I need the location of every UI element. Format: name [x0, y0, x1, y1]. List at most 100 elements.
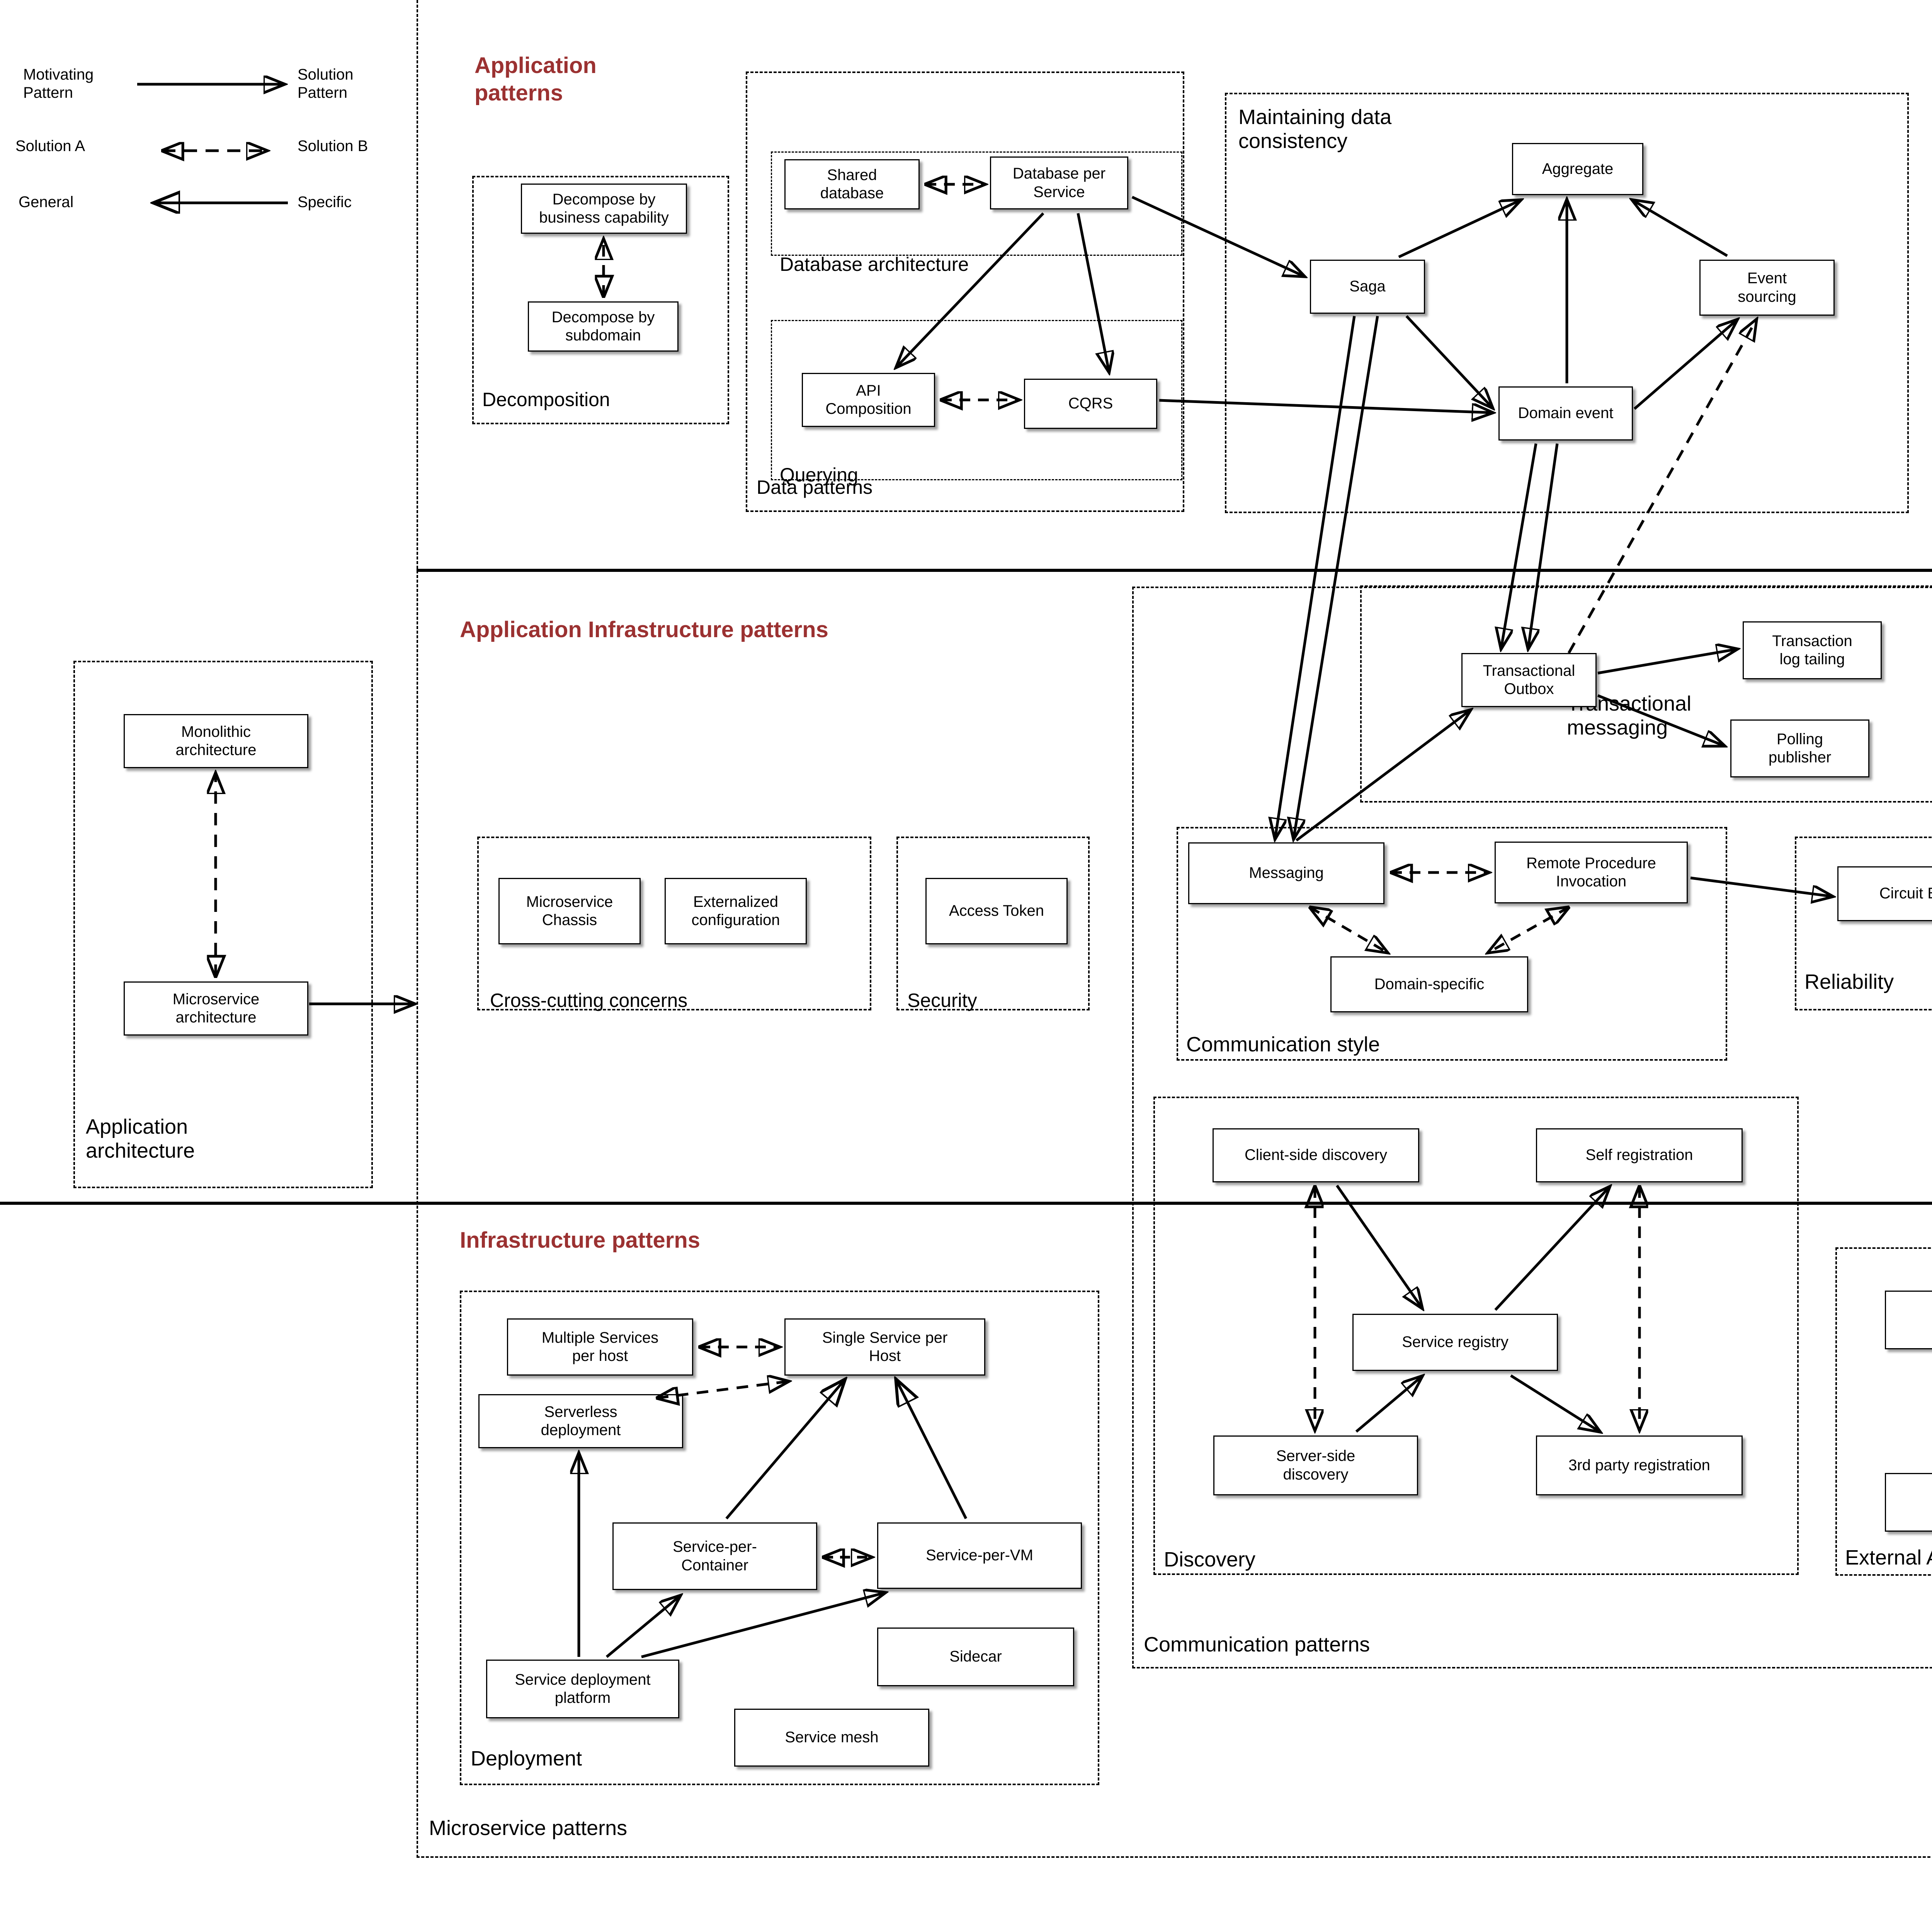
section-title-application-infrastructure-patterns: Application Infrastructure patterns — [460, 617, 828, 642]
node-service-registry[interactable]: Service registry — [1352, 1314, 1558, 1371]
node-label: Access Token — [949, 902, 1044, 920]
node-label: Event sourcing — [1738, 270, 1796, 305]
node-label: 3rd party registration — [1568, 1456, 1710, 1474]
node-label: API gateway — [1889, 1311, 1932, 1329]
node-label: CQRS — [1068, 395, 1113, 412]
node-label: Saga — [1349, 278, 1386, 295]
node-self-registration[interactable]: Self registration — [1536, 1128, 1743, 1182]
node-domain-specific[interactable]: Domain-specific — [1330, 956, 1528, 1012]
node-single-service-per-host[interactable]: Single Service per Host — [784, 1318, 985, 1376]
node-label: Self registration — [1585, 1146, 1693, 1164]
node-label: Service registry — [1402, 1333, 1509, 1351]
group-label-communication-style: Communication style — [1186, 1033, 1380, 1056]
section-title-infrastructure-patterns: Infrastructure patterns — [460, 1228, 701, 1253]
node-label: Polling publisher — [1768, 730, 1832, 766]
legend-solution-pattern: Solution Pattern — [298, 66, 354, 102]
node-service-per-vm[interactable]: Service-per-VM — [877, 1522, 1082, 1589]
legend-motivating-pattern: Motivating Pattern — [23, 66, 94, 102]
node-label: Externalized configuration — [691, 893, 780, 929]
group-label-external-api: External API — [1845, 1546, 1932, 1569]
node-label: Domain event — [1518, 405, 1614, 422]
node-label: Transaction log tailing — [1772, 632, 1852, 668]
group-application-architecture — [73, 661, 373, 1188]
node-domain-event[interactable]: Domain event — [1498, 386, 1633, 440]
node-remote-procedure-invocation[interactable]: Remote Procedure Invocation — [1495, 842, 1688, 903]
group-deployment — [460, 1291, 1099, 1785]
group-label-communication-patterns: Communication patterns — [1144, 1633, 1370, 1656]
node-aggregate[interactable]: Aggregate — [1512, 143, 1643, 195]
node-microservice-chassis[interactable]: Microservice Chassis — [498, 878, 641, 944]
node-label: Single Service per Host — [822, 1329, 948, 1364]
node-cqrs[interactable]: CQRS — [1024, 379, 1157, 429]
node-label: Server-side discovery — [1276, 1447, 1355, 1483]
group-decomposition — [472, 176, 729, 424]
node-externalized-configuration[interactable]: Externalized configuration — [665, 878, 807, 944]
node-access-token[interactable]: Access Token — [925, 878, 1068, 944]
group-label-application-architecture: Application architecture — [86, 1115, 195, 1162]
group-label-reliability: Reliability — [1804, 970, 1894, 993]
node-label: API Composition — [825, 382, 912, 417]
section-title-application-patterns: Application patterns — [474, 53, 597, 105]
group-label-querying: Querying — [780, 464, 858, 486]
node-service-mesh[interactable]: Service mesh — [734, 1709, 929, 1767]
node-label: Remote Procedure Invocation — [1526, 854, 1656, 890]
node-decompose-by-subdomain[interactable]: Decompose by subdomain — [528, 301, 679, 352]
node-label: Decompose by business capability — [539, 190, 669, 226]
node-shared-database[interactable]: Shared database — [784, 159, 920, 209]
node-serverless-deployment[interactable]: Serverless deployment — [478, 1394, 683, 1448]
node-transactional-outbox[interactable]: Transactional Outbox — [1461, 653, 1597, 707]
node-api-composition[interactable]: API Composition — [802, 373, 935, 427]
group-label-cross-cutting-concerns: Cross-cutting concerns — [490, 990, 688, 1011]
node-3rd-party-registration[interactable]: 3rd party registration — [1536, 1435, 1743, 1495]
node-client-side-discovery[interactable]: Client-side discovery — [1213, 1128, 1419, 1182]
node-polling-publisher[interactable]: Polling publisher — [1730, 719, 1869, 777]
node-microservice-architecture[interactable]: Microservice architecture — [124, 981, 308, 1036]
legend-specific: Specific — [298, 194, 352, 211]
node-api-gateway[interactable]: API gateway — [1885, 1291, 1932, 1349]
node-sidecar[interactable]: Sidecar — [877, 1628, 1074, 1686]
group-cross-cutting-concerns — [477, 837, 871, 1010]
legend-solution-b: Solution B — [298, 138, 368, 155]
node-multiple-services-per-host[interactable]: Multiple Services per host — [507, 1318, 693, 1376]
legend-solution-a: Solution A — [15, 138, 85, 155]
group-label-database-architecture: Database architecture — [780, 253, 969, 275]
legend-general: General — [19, 194, 74, 211]
divider-application-layer — [417, 569, 1932, 572]
node-saga[interactable]: Saga — [1310, 260, 1425, 314]
node-service-per-container[interactable]: Service-per- Container — [612, 1522, 817, 1590]
node-label: Backends for frontends — [1889, 1484, 1932, 1520]
node-decompose-by-business-capability[interactable]: Decompose by business capability — [521, 184, 687, 234]
node-label: Serverless deployment — [541, 1403, 621, 1439]
group-label-deployment: Deployment — [471, 1747, 582, 1770]
node-database-per-service[interactable]: Database per Service — [990, 156, 1128, 209]
node-label: Aggregate — [1542, 160, 1614, 177]
node-label: Service mesh — [785, 1729, 879, 1746]
group-label-security: Security — [907, 990, 977, 1011]
node-messaging[interactable]: Messaging — [1188, 842, 1384, 904]
node-monolithic-architecture[interactable]: Monolithic architecture — [124, 714, 308, 768]
node-circuit-breaker[interactable]: Circuit Breaker — [1837, 866, 1932, 921]
group-label-maintaining-data-consistency: Maintaining data consistency — [1238, 105, 1392, 153]
node-label: Circuit Breaker — [1879, 885, 1932, 902]
node-service-deployment-platform[interactable]: Service deployment platform — [486, 1660, 679, 1718]
group-label-data-patterns: Data patterns — [757, 476, 873, 498]
node-backends-for-frontends[interactable]: Backends for frontends — [1885, 1473, 1932, 1532]
group-maintaining-data-consistency — [1225, 93, 1909, 513]
group-label-microservice-patterns: Microservice patterns — [429, 1816, 628, 1840]
node-label: Multiple Services per host — [541, 1329, 659, 1364]
node-label: Service-per- Container — [673, 1538, 757, 1574]
node-label: Decompose by subdomain — [551, 308, 655, 344]
node-server-side-discovery[interactable]: Server-side discovery — [1213, 1435, 1418, 1495]
group-label-decomposition: Decomposition — [482, 389, 610, 410]
node-label: Service-per-VM — [926, 1547, 1033, 1564]
node-transaction-log-tailing[interactable]: Transaction log tailing — [1743, 621, 1882, 679]
node-label: Database per Service — [1012, 165, 1106, 201]
node-label: Client-side discovery — [1244, 1146, 1388, 1164]
node-label: Microservice architecture — [172, 990, 260, 1026]
node-label: Monolithic architecture — [175, 723, 257, 759]
node-event-sourcing[interactable]: Event sourcing — [1699, 260, 1835, 316]
node-label: Transactional Outbox — [1483, 662, 1575, 697]
group-microservice-patterns — [417, 0, 1932, 1858]
node-label: Microservice Chassis — [526, 893, 613, 929]
